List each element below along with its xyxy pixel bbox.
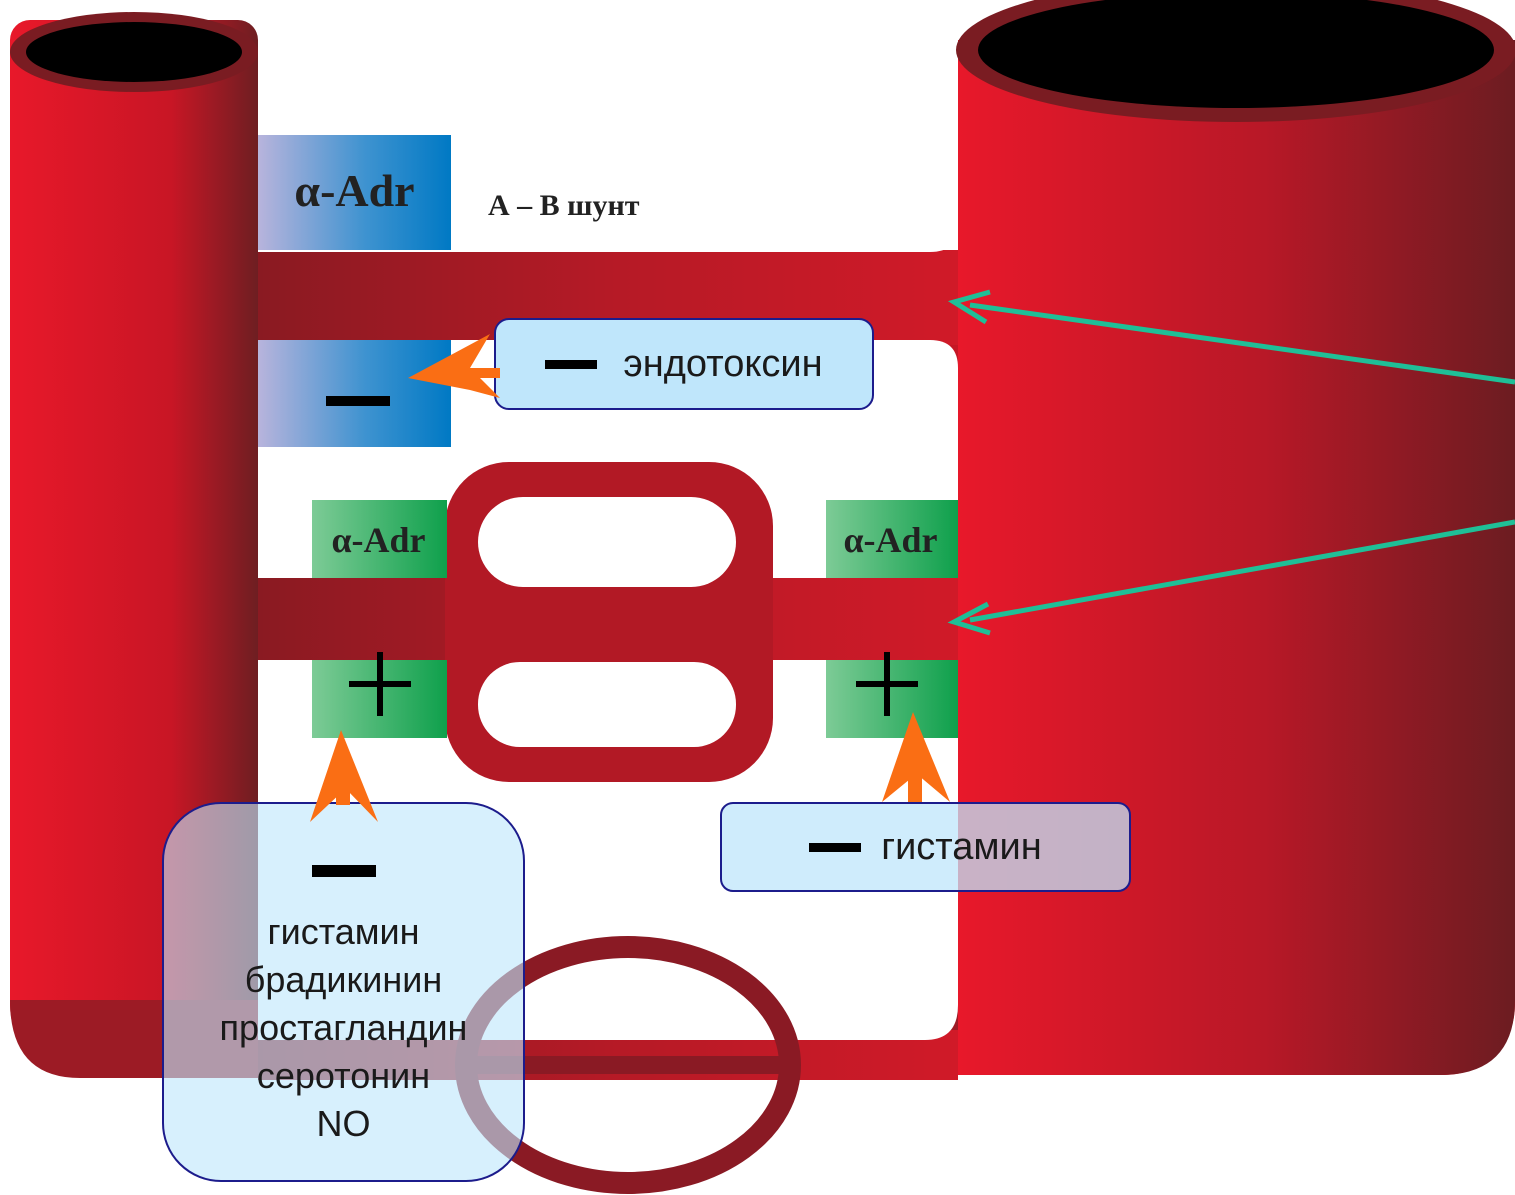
alpha-adr-right-label: α-Adr <box>843 520 938 560</box>
endotoxin-box: эндотоксин <box>495 319 873 409</box>
orange-arrow-icon <box>408 334 500 398</box>
shunt-label: А – В шунт <box>488 189 640 222</box>
orange-arrow-icon <box>882 712 950 802</box>
alpha-adr-top-label: α-Adr <box>294 164 415 216</box>
list-item: серотонин <box>256 1055 431 1096</box>
teal-arrow-icon <box>947 519 1515 636</box>
alpha-adr-left-label: α-Adr <box>331 520 426 560</box>
histamine-right-box: гистамин <box>721 803 1130 891</box>
minus-icon <box>809 842 862 852</box>
plus-icon <box>349 652 411 716</box>
endotoxin-label: эндотоксин <box>623 342 823 385</box>
list-item: NO <box>316 1103 371 1144</box>
minus-icon <box>326 396 390 406</box>
mediator-list: гистамин брадикинин простагландин серото… <box>163 908 524 1148</box>
list-item: простагландин <box>219 1007 468 1048</box>
minus-icon <box>312 865 376 877</box>
list-item: гистамин <box>267 911 420 952</box>
orange-arrow-icon <box>310 730 378 822</box>
histamine-right-label: гистамин <box>881 825 1042 868</box>
teal-arrow-icon <box>947 289 1515 385</box>
minus-icon <box>545 359 598 369</box>
plus-icon <box>856 652 918 716</box>
list-item: брадикинин <box>244 959 443 1000</box>
